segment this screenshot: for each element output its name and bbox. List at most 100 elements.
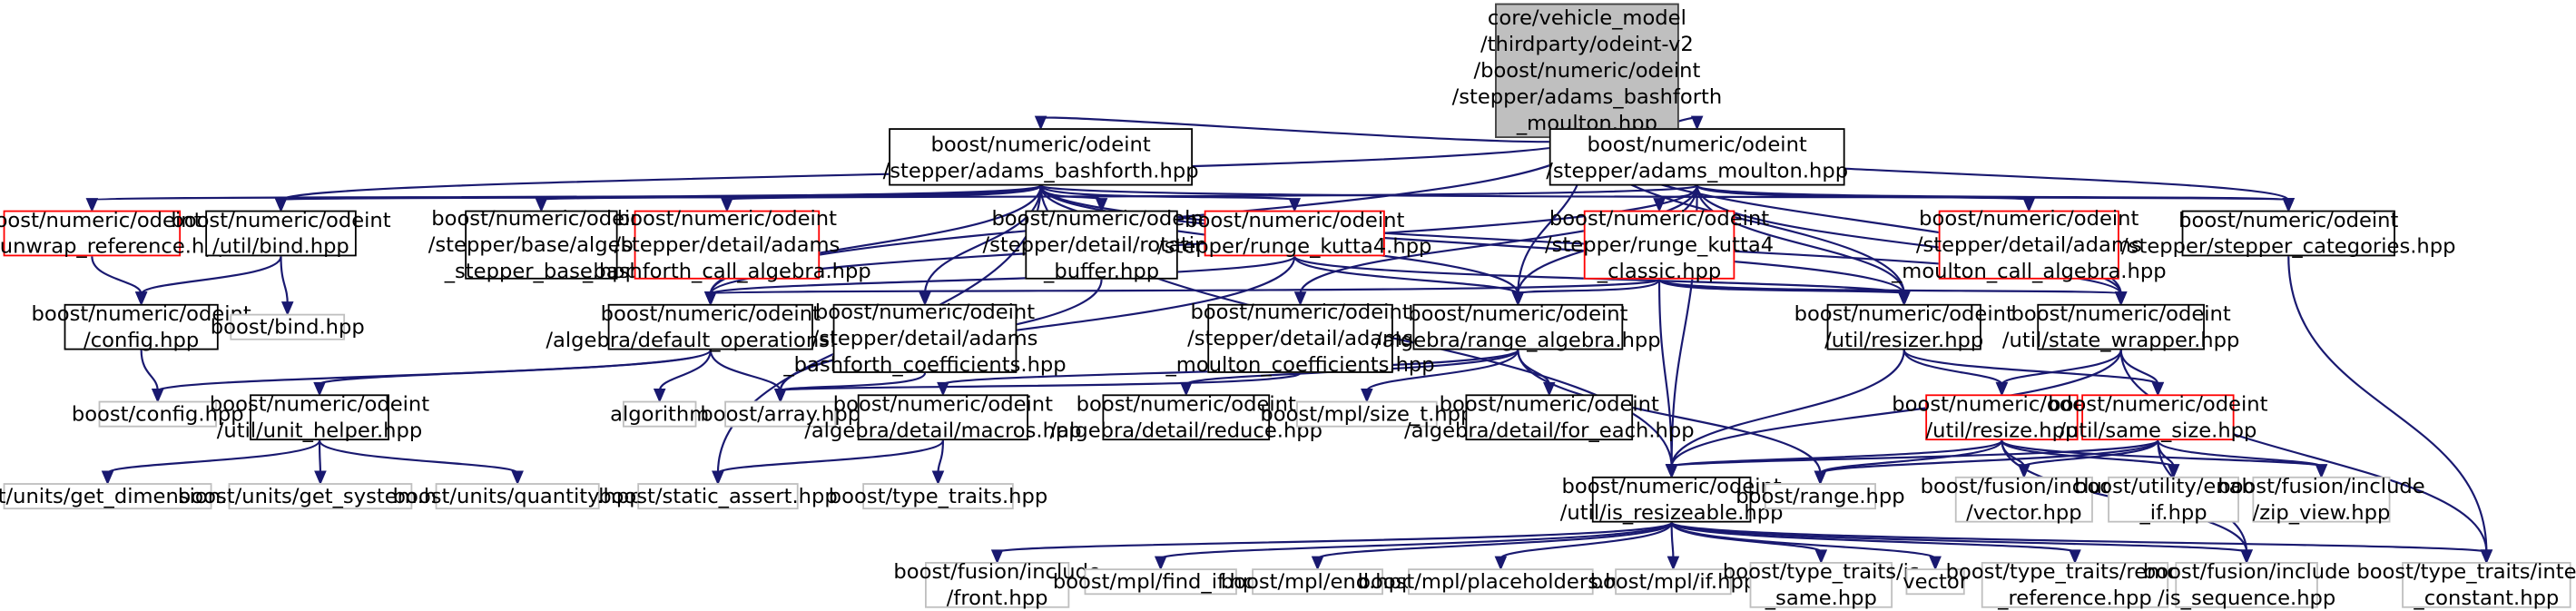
node-label: boost/numeric/odeint /stepper/detail/ada… xyxy=(1165,299,1435,377)
node-resizer[interactable]: boost/numeric/odeint /util/resizer.hpp xyxy=(1794,301,2014,351)
edge-isres-ffront xyxy=(996,521,1673,554)
node-runge-kutta4[interactable]: boost/numeric/odeint /stepper/runge_kutt… xyxy=(1157,207,1431,258)
node-boost-array[interactable]: boost/array.hpp xyxy=(700,400,860,428)
arrowhead-root-ab xyxy=(1034,115,1047,131)
edge-isres-intconst xyxy=(1670,521,2488,554)
node-label: boost/range.hpp xyxy=(1735,483,1905,508)
node-unit-helper[interactable]: boost/numeric/odeint /util/unit_helper.h… xyxy=(210,391,429,442)
node-is-sequence[interactable]: boost/fusion/include /is_sequence.hpp xyxy=(2143,558,2350,609)
edge-statewrap-intconst xyxy=(2119,350,2488,553)
edge-ab-abcoef xyxy=(923,185,1042,294)
node-label: boost/numeric/odeint /stepper/runge_kutt… xyxy=(1545,205,1775,283)
node-get-dimension[interactable]: boost/units/get_dimension.hpp xyxy=(0,483,266,510)
node-reduce[interactable]: boost/numeric/odeint /algebra/detail/red… xyxy=(1050,391,1322,442)
node-adams-bashforth-call-algebra[interactable]: boost/numeric/odeint /stepper/detail/ada… xyxy=(583,205,871,282)
node-boost-range[interactable]: boost/range.hpp xyxy=(1735,483,1905,510)
node-resize[interactable]: boost/numeric/odeint /util/resize.hpp xyxy=(1892,391,2111,442)
arrowhead-isres-ffront xyxy=(990,549,1004,565)
node-config[interactable]: boost/numeric/odeint /config.hpp xyxy=(32,301,251,351)
node-boost-config[interactable]: boost/config.hpp xyxy=(72,400,244,428)
edge-resizer-isres xyxy=(1670,350,1905,468)
node-label: boost/units/get_dimension.hpp xyxy=(0,483,267,508)
node-label: boost/numeric/odeint /util/state_wrapper… xyxy=(2001,301,2240,352)
edge-statewrap-isres xyxy=(1670,350,2122,468)
arrowhead-rangealg-macros xyxy=(937,381,949,397)
node-fusion-front[interactable]: boost/fusion/include /front.hpp xyxy=(893,558,1100,609)
node-label: core/vehicle_model /thirdparty/odeint-v2… xyxy=(1451,5,1723,135)
arrowhead-rk4c-rangealg xyxy=(1511,291,1525,307)
node-unwrap-reference[interactable]: boost/numeric/odeint /util/unwrap_refere… xyxy=(0,207,231,258)
node-util-bind[interactable]: boost/numeric/odeint /util/bind.hpp xyxy=(171,207,390,258)
edge-samesize-range xyxy=(1819,439,2159,475)
node-macros[interactable]: boost/numeric/odeint /algebra/detail/mac… xyxy=(804,391,1081,442)
node-fusion-vector[interactable]: boost/fusion/include /vector.hpp xyxy=(1921,473,2128,524)
arrowhead-samesize-range xyxy=(1814,470,1827,486)
node-algebra-stepper-base[interactable]: boost/numeric/odeint /stepper/base/algeb… xyxy=(428,205,654,282)
node-integral-constant[interactable]: boost/type_traits/integral _constant.hpp xyxy=(2356,558,2576,609)
arrowhead-unithelper-getsys xyxy=(314,470,327,486)
node-label: boost/array.hpp xyxy=(700,400,861,426)
node-algorithm[interactable]: algorithm xyxy=(610,400,709,428)
node-adams-moulton-call-algebra[interactable]: boost/numeric/odeint /stepper/detail/ada… xyxy=(1892,205,2167,282)
node-boost-bind[interactable]: boost/bind.hpp xyxy=(211,313,365,340)
node-type-traits[interactable]: boost/type_traits.hpp xyxy=(829,483,1047,510)
node-is-resizeable[interactable]: boost/numeric/odeint /util/is_resizeable… xyxy=(1560,473,1784,524)
node-vector[interactable]: vector xyxy=(1903,568,1968,596)
edge-bind-boostbind xyxy=(280,256,289,304)
edge-config-bconfig xyxy=(140,350,159,391)
node-same-size[interactable]: boost/numeric/odeint /util/same_size.hpp xyxy=(2048,391,2267,442)
node-adams-moulton[interactable]: boost/numeric/odeint /stepper/adams_moul… xyxy=(1546,128,1849,186)
node-label: boost/numeric/odeint /stepper/detail/rot… xyxy=(982,205,1221,283)
node-get-system[interactable]: boost/units/get_system.hpp xyxy=(178,483,463,510)
node-default-operations[interactable]: boost/numeric/odeint /algebra/default_op… xyxy=(546,301,875,351)
node-mpl-size-t[interactable]: boost/mpl/size_t.hpp xyxy=(1260,400,1473,428)
arrowhead-rangealg-reduce xyxy=(1179,381,1193,397)
node-mpl-end[interactable]: boost/mpl/end.hpp xyxy=(1221,568,1414,596)
node-stepper-categories[interactable]: boost/numeric/odeint /stepper/stepper_ca… xyxy=(2121,207,2455,258)
node-static-assert[interactable]: boost/static_assert.hpp xyxy=(598,483,838,510)
node-label: boost/mpl/placeholders.hpp xyxy=(1357,568,1645,594)
node-label: boost/numeric/odeint /util/unit_helper.h… xyxy=(209,390,430,442)
node-label: boost/numeric/odeint /util/resize.hpp xyxy=(1892,390,2112,442)
node-enable-if[interactable]: boost/utility/enable _if.hpp xyxy=(2074,473,2273,524)
node-label: boost/numeric/odeint /stepper/adams_moul… xyxy=(1546,130,1849,182)
edge-am-resizer xyxy=(1696,185,1905,295)
node-range-algebra[interactable]: boost/numeric/odeint /algebra/range_alge… xyxy=(1375,301,1661,351)
node-quantity[interactable]: boost/units/quantity.hpp xyxy=(393,483,643,510)
node-mpl-placeholders[interactable]: boost/mpl/placeholders.hpp xyxy=(1358,568,1644,596)
node-label: boost/numeric/odeint /algebra/detail/for… xyxy=(1403,390,1695,442)
node-label: boost/numeric/odeint /stepper/detail/ada… xyxy=(1891,205,2167,283)
arrowhead-defops-algorithm xyxy=(653,389,666,403)
node-label: boost/bind.hpp xyxy=(210,313,365,339)
node-label: boost/numeric/odeint /algebra/detail/mac… xyxy=(804,390,1082,442)
node-remove-reference[interactable]: boost/type_traits/remove _reference.hpp xyxy=(1946,558,2205,609)
arrowhead-amcoef-barray xyxy=(773,389,787,403)
node-state-wrapper[interactable]: boost/numeric/odeint /util/state_wrapper… xyxy=(2002,301,2239,351)
edge-unithelper-getdim xyxy=(106,439,321,475)
edge-rangealg-range xyxy=(1517,350,1822,474)
edge-samesize-zipview xyxy=(2157,439,2323,468)
node-label: boost/numeric/odeint /util/bind.hpp xyxy=(171,207,391,259)
node-adams-bashforth[interactable]: boost/numeric/odeint /stepper/adams_bash… xyxy=(883,128,1199,186)
node-adams-moulton-coefficients[interactable]: boost/numeric/odeint /stepper/detail/ada… xyxy=(1165,299,1434,376)
node-root[interactable]: core/vehicle_model /thirdparty/odeint-v2… xyxy=(1452,3,1722,139)
arrowhead-ab-abcoef xyxy=(919,291,931,307)
arrowhead-isres-findif xyxy=(1154,556,1167,571)
node-label: boost/mpl/end.hpp xyxy=(1220,568,1415,594)
node-label: boost/numeric/odeint /stepper/stepper_ca… xyxy=(2121,207,2456,259)
node-rotating-buffer[interactable]: boost/numeric/odeint /stepper/detail/rot… xyxy=(982,205,1220,282)
edge-am-stepcat xyxy=(1696,184,2290,202)
edge-rk4c-statewrap xyxy=(1657,278,2122,296)
edge-ab-abcall xyxy=(725,184,1042,202)
node-is-same[interactable]: boost/type_traits/is _same.hpp xyxy=(1723,558,1920,609)
node-mpl-if[interactable]: boost/mpl/if.hpp xyxy=(1590,568,1756,596)
node-adams-bashforth-coefficients[interactable]: boost/numeric/odeint /stepper/detail/ada… xyxy=(783,299,1066,376)
edge-bind-config xyxy=(140,255,282,295)
arrowhead-unithelper-getdim xyxy=(101,470,114,486)
node-zip-view[interactable]: boost/fusion/include /zip_view.hpp xyxy=(2217,473,2424,524)
node-label: boost/numeric/odeint /util/same_size.hpp xyxy=(2048,390,2268,442)
node-for-each[interactable]: boost/numeric/odeint /algebra/detail/for… xyxy=(1404,391,1695,442)
node-mpl-find-if[interactable]: boost/mpl/find_if.hpp xyxy=(1053,568,1269,596)
node-runge-kutta4-classic[interactable]: boost/numeric/odeint /stepper/runge_kutt… xyxy=(1545,205,1774,282)
edge-amcoef-barray xyxy=(779,371,1302,392)
